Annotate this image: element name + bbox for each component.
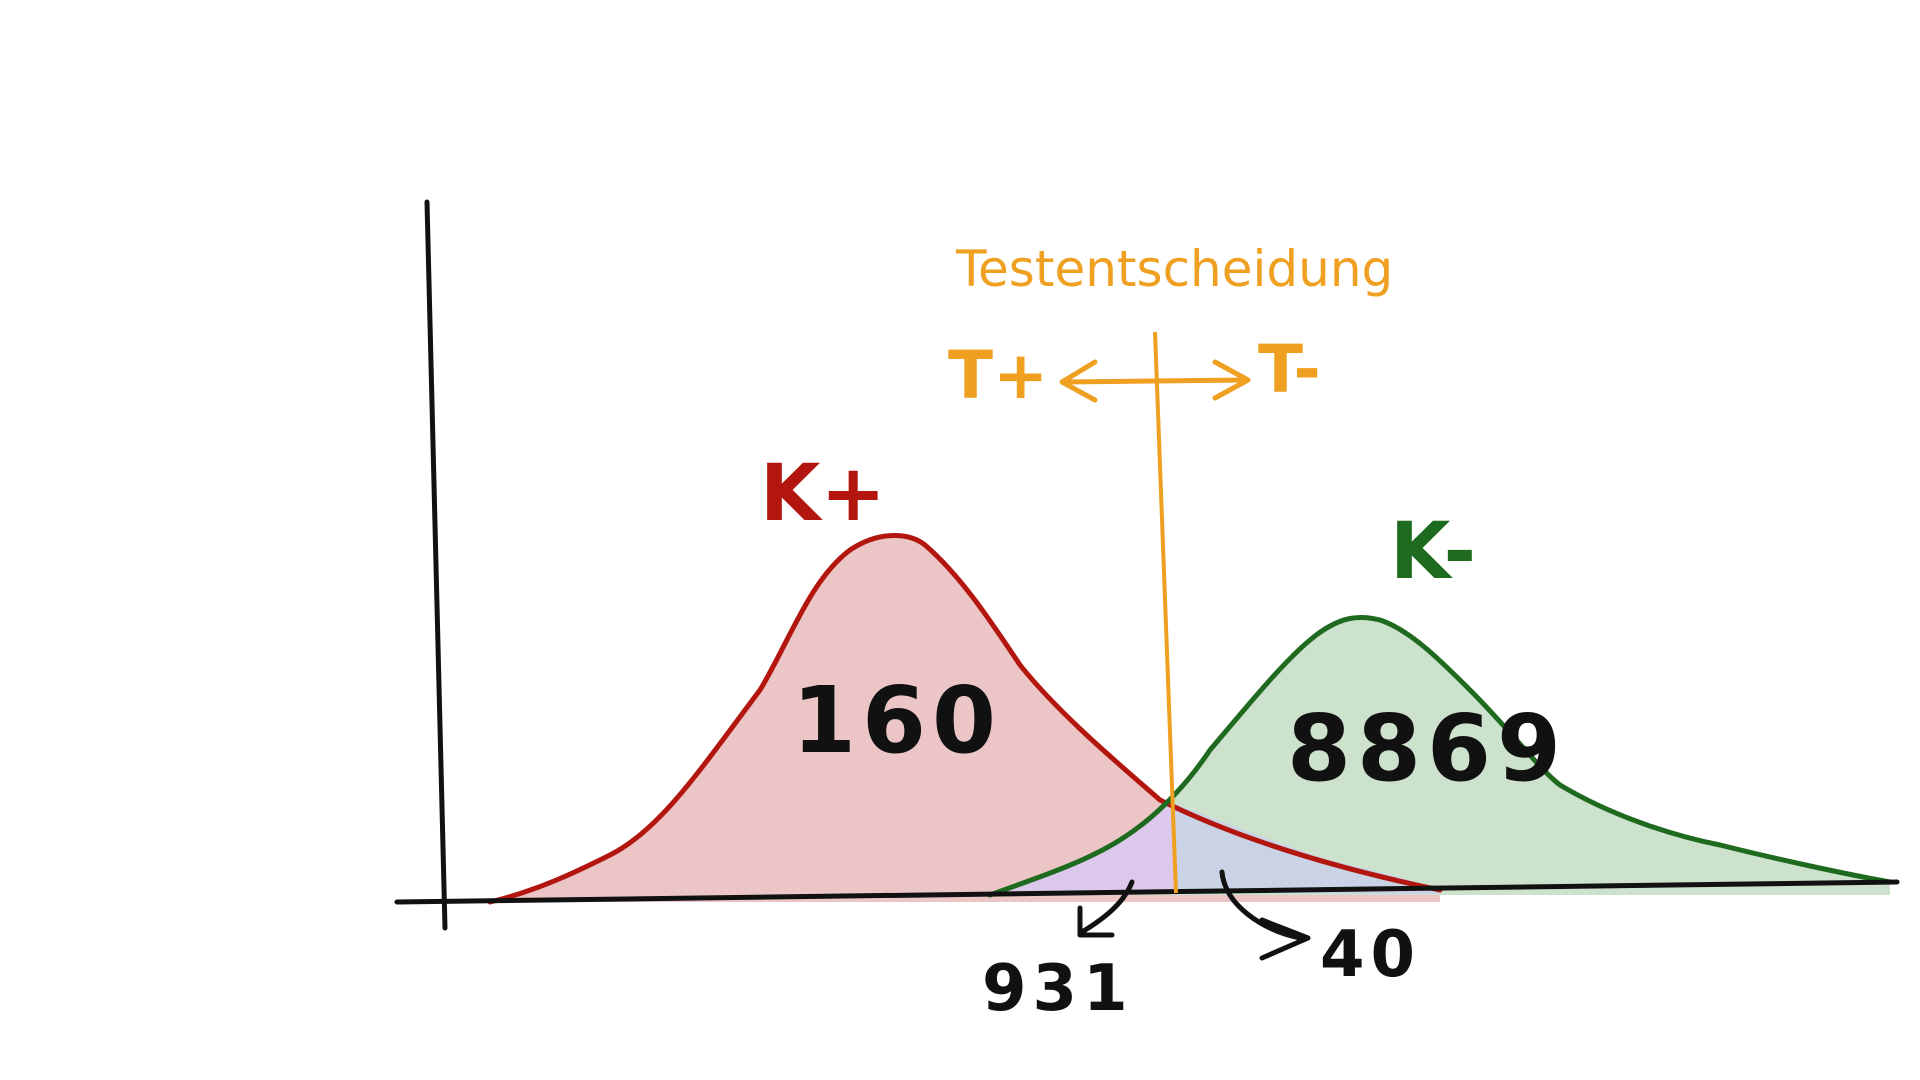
true-negative-count: 8869	[1287, 695, 1567, 802]
diseased-distribution-fill	[490, 535, 1440, 902]
test-positive-label: T+	[948, 337, 1048, 414]
healthy-label: K-	[1390, 507, 1476, 597]
false-positive-overlap-region	[990, 803, 1176, 895]
false-positive-pointer-arrow	[1077, 879, 1135, 938]
false-negative-count: 40	[1320, 918, 1421, 992]
true-positive-count: 160	[792, 667, 1002, 774]
decision-threshold-line	[1153, 331, 1178, 894]
false-negative-pointer-arrow	[1219, 869, 1311, 961]
x-axis	[394, 879, 1900, 905]
healthy-distribution-curve	[987, 614, 1893, 898]
false-positive-count: 931	[982, 952, 1134, 1026]
diseased-label: K+	[760, 449, 886, 539]
test-negative-label: T-	[1258, 331, 1321, 408]
false-negative-overlap-region	[1172, 803, 1440, 894]
decision-double-arrow	[1059, 359, 1251, 403]
y-axis	[424, 199, 448, 931]
decision-label: Testentscheidung	[955, 240, 1393, 298]
